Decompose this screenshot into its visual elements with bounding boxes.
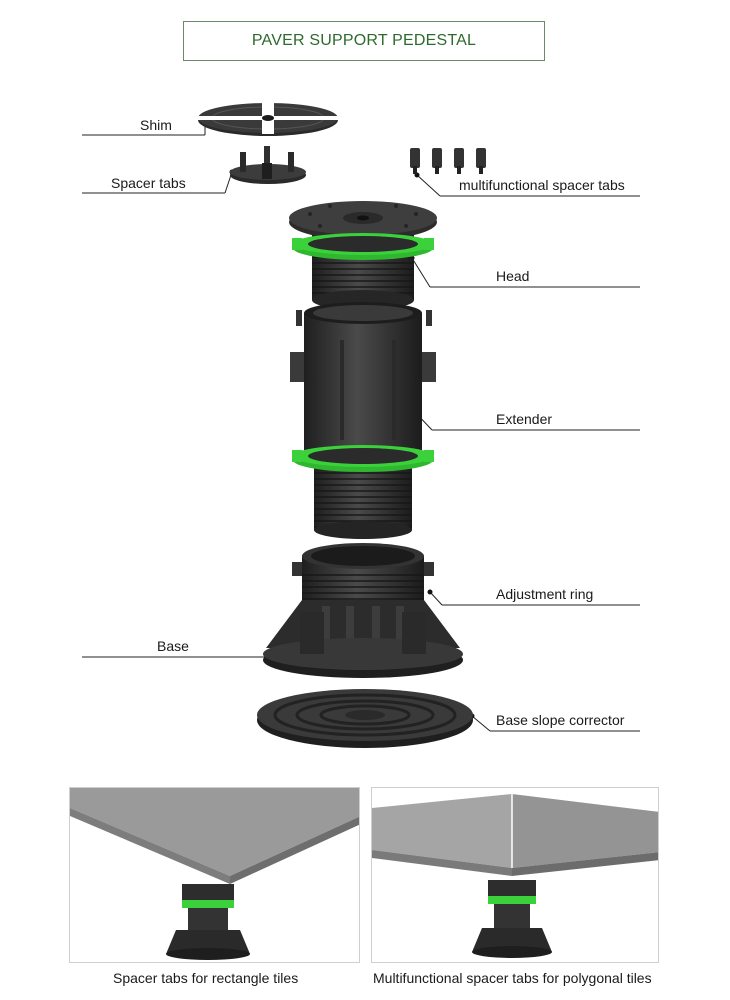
label-base: Base [157,638,189,654]
multifunctional-spacer-tabs-icon [410,148,486,174]
title-box: PAVER SUPPORT PEDESTAL [183,21,545,61]
label-spacer-tabs: Spacer tabs [111,175,186,191]
base-slope-corrector-icon [257,689,473,748]
page-title: PAVER SUPPORT PEDESTAL [251,32,477,49]
leader-slope-corrector [471,715,491,732]
label-base-slope-corrector: Base slope corrector [496,712,625,728]
caption-polygonal-tiles: Multifunctional spacer tabs for polygona… [373,970,652,986]
mini-pedestal-left [166,884,250,960]
head-icon [289,201,437,310]
leader-adjustment-ring [429,591,443,606]
adjustment-ring-icon [292,543,434,600]
panel-rectangle-tiles [69,787,360,963]
rectangle-tile-illustration [70,788,359,960]
leader-head [411,257,431,288]
extender-icon [290,302,436,539]
polygonal-tile-illustration [372,794,658,958]
shim-icon [196,102,340,136]
label-multifunctional-spacer-tabs: multifunctional spacer tabs [459,177,625,193]
mini-pedestal-right [472,880,552,958]
spacer-tabs-icon [230,146,306,184]
label-shim: Shim [140,117,172,133]
label-adjustment-ring: Adjustment ring [496,586,594,602]
label-extender: Extender [496,411,553,427]
exploded-pedestal-diagram [82,102,640,748]
caption-rectangle-tiles: Spacer tabs for rectangle tiles [113,970,299,986]
panel-polygonal-tiles [371,787,659,963]
leader-multi-tabs [416,174,441,197]
label-head: Head [496,268,530,284]
base-icon [263,600,463,678]
